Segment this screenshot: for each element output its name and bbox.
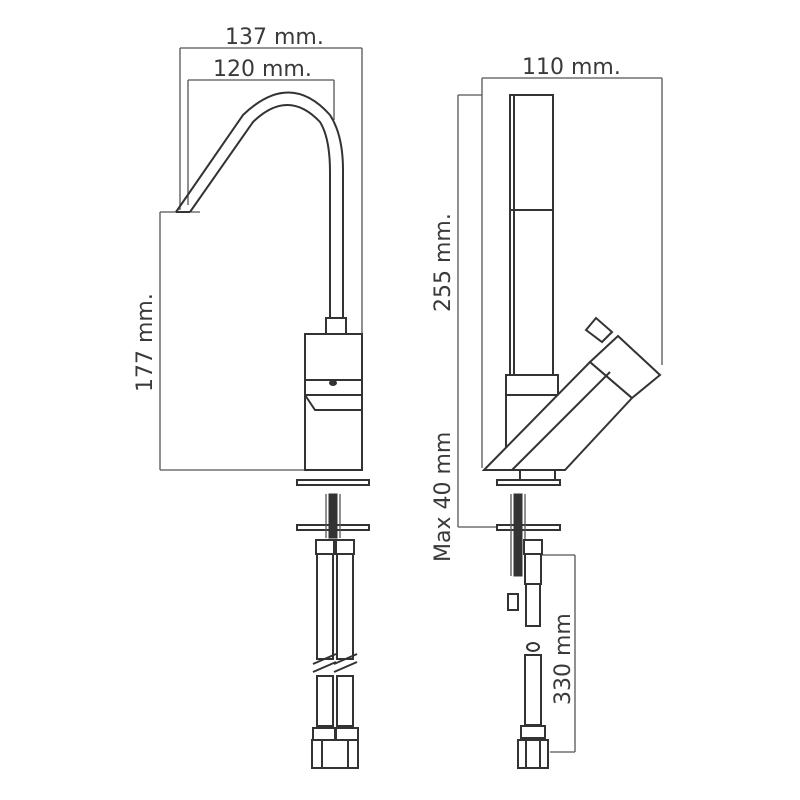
side-dimension-lines bbox=[159, 47, 363, 471]
side-faucet-body bbox=[304, 317, 363, 471]
front-hose bbox=[507, 539, 549, 769]
side-width-overall-label: 137 mm. bbox=[225, 25, 324, 50]
front-lever bbox=[481, 316, 662, 481]
side-width-spout-label: 120 mm. bbox=[213, 57, 312, 82]
front-dimension-lines bbox=[457, 77, 663, 753]
front-width-label: 110 mm. bbox=[522, 55, 621, 80]
front-height-label: 255 mm. bbox=[431, 213, 456, 312]
side-height-label: 177 mm. bbox=[133, 293, 158, 392]
gooseneck-spout bbox=[175, 91, 344, 318]
side-view: 137 mm. 120 mm. 177 mm. bbox=[133, 25, 370, 769]
hose-length-label: 330 mm bbox=[551, 613, 576, 705]
side-hoses bbox=[311, 539, 359, 769]
lever-screw-icon bbox=[329, 380, 337, 386]
side-base-plates bbox=[296, 479, 370, 539]
counter-max-label: Max 40 mm bbox=[431, 432, 456, 562]
front-view: 110 mm. 255 mm. Max 40 mm 330 mm bbox=[431, 55, 663, 769]
